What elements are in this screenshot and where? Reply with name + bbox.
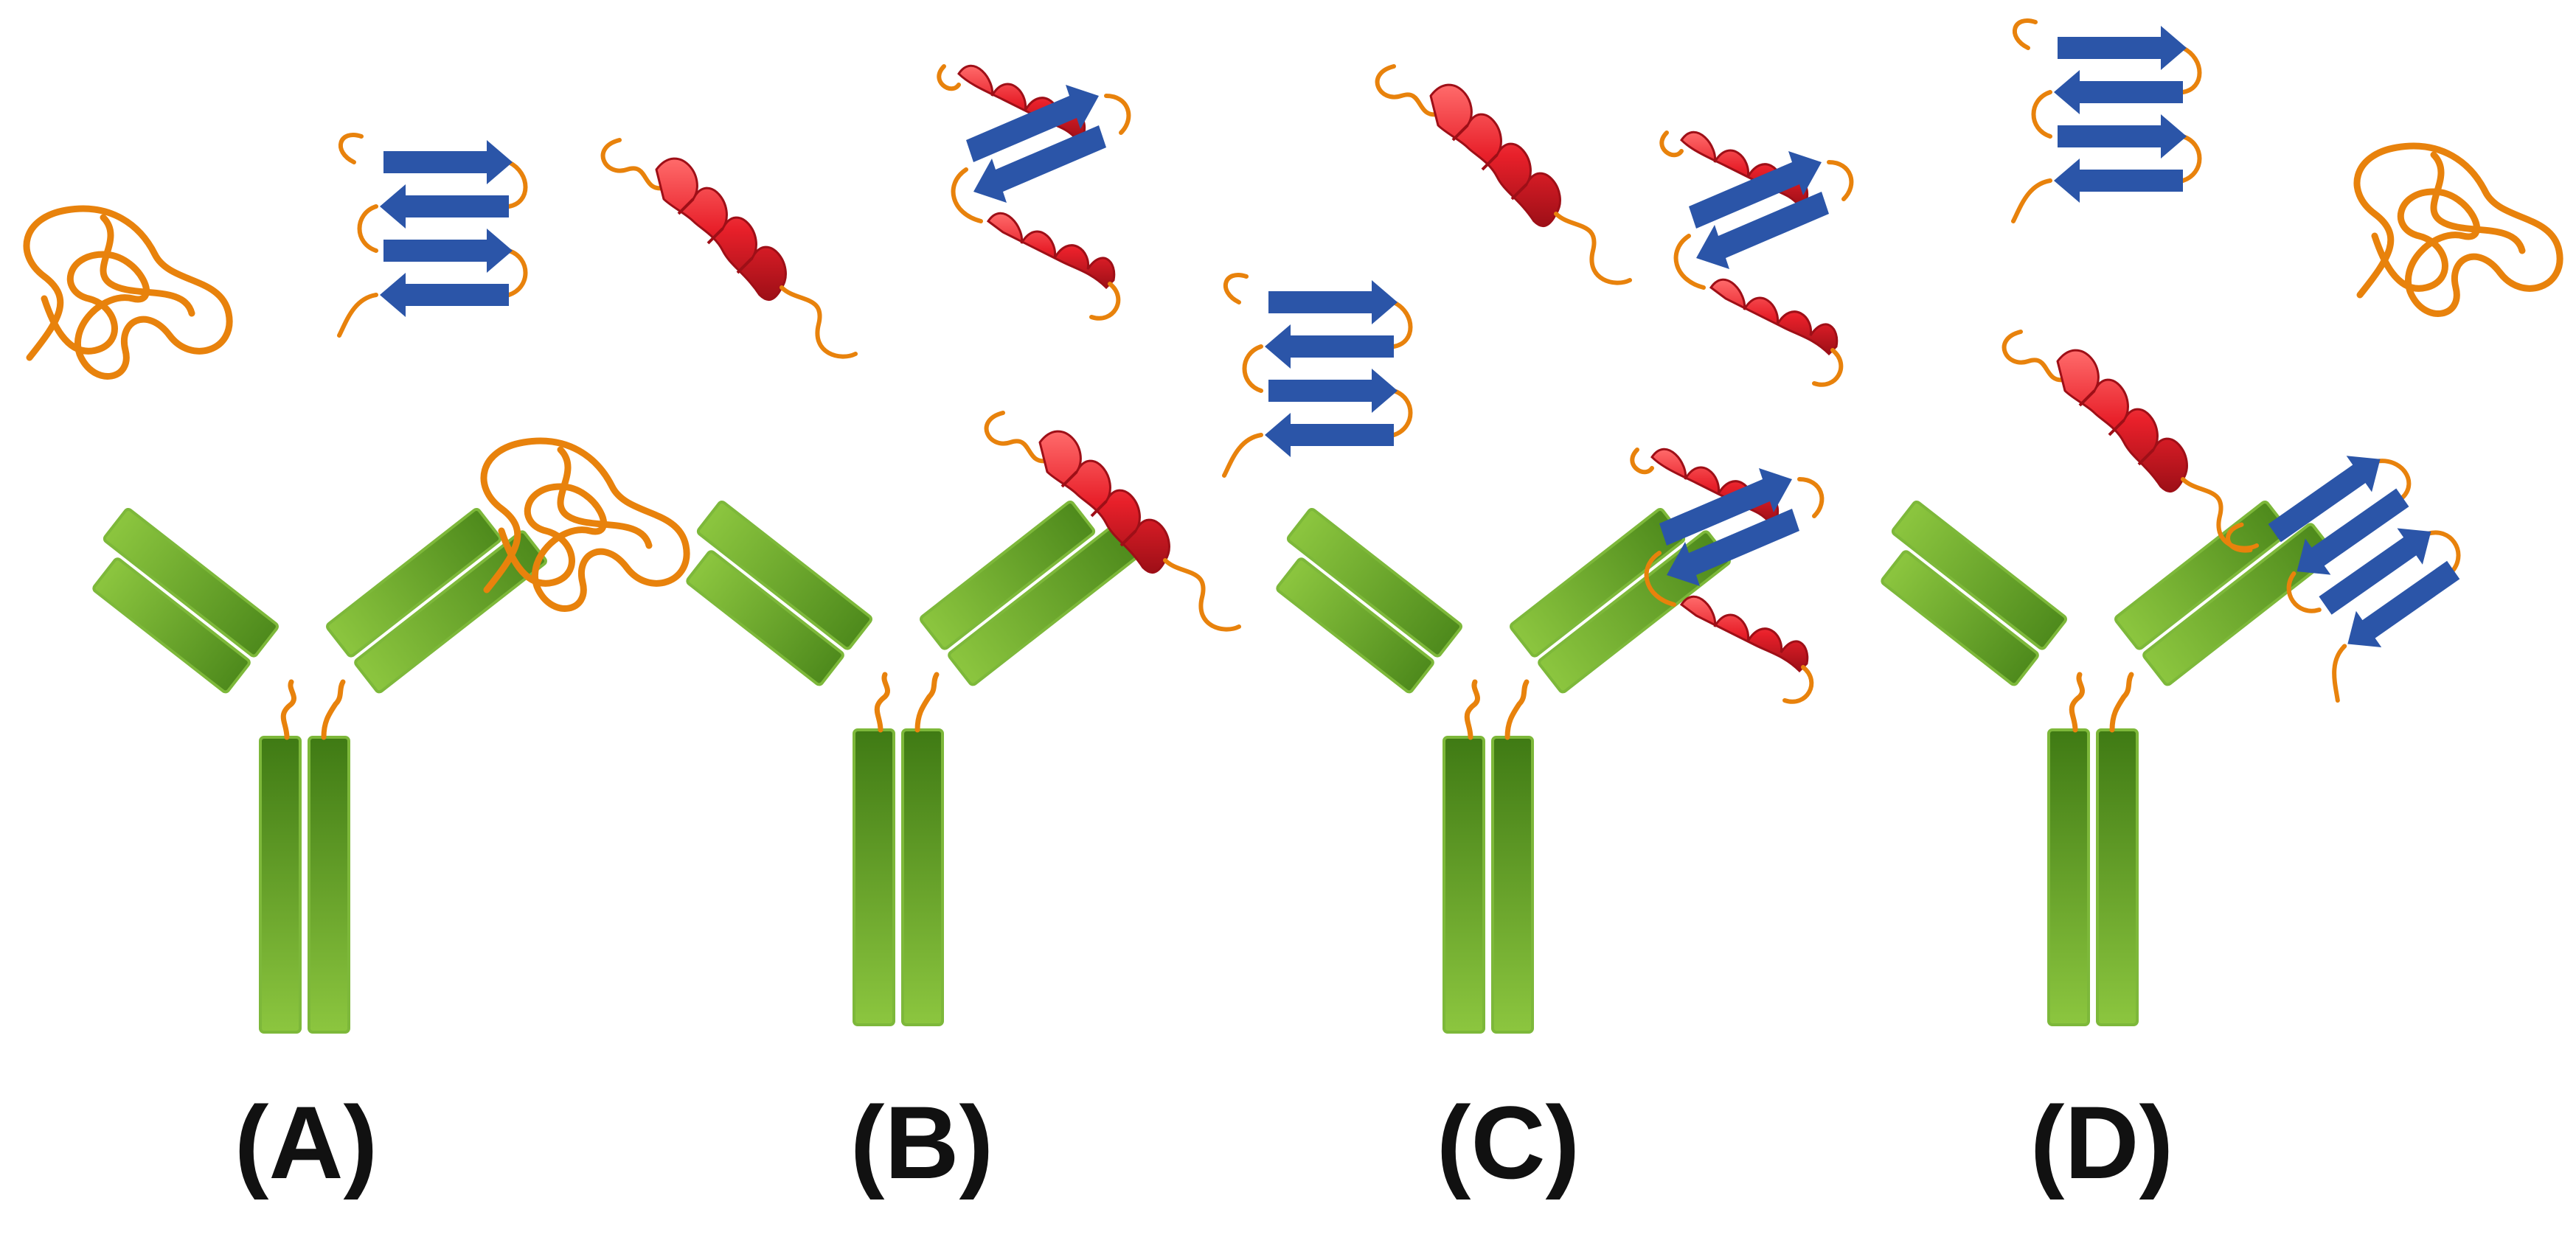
antibody-icon (1259, 494, 1731, 1032)
random-coil-icon (2357, 146, 2560, 313)
panel-c (1224, 66, 1851, 1032)
alpha-helix-icon (603, 140, 855, 357)
beta-sheet-icon (1224, 275, 1411, 476)
alpha-helix-icon (2004, 332, 2257, 549)
panel-label-d: (D) (2030, 1084, 2174, 1200)
panel-label-a: (A) (234, 1084, 378, 1200)
antibody-icon (1864, 487, 2336, 1025)
panel-a (27, 135, 687, 1032)
panel-d (1864, 21, 2560, 1025)
alpha-helix-icon (1378, 66, 1630, 283)
antibody-icon (669, 487, 1141, 1025)
panel-label-c: (C) (1436, 1084, 1580, 1200)
beta-sheet-icon (2013, 21, 2200, 221)
panel-b (603, 66, 1239, 1025)
helix-sheet-fold-icon (1662, 132, 1851, 385)
helix-sheet-fold-icon (939, 66, 1128, 318)
random-coil-icon (27, 209, 229, 376)
beta-sheet-icon (339, 135, 526, 335)
antibody-icon (75, 494, 547, 1032)
panel-label-b: (B) (850, 1084, 994, 1200)
